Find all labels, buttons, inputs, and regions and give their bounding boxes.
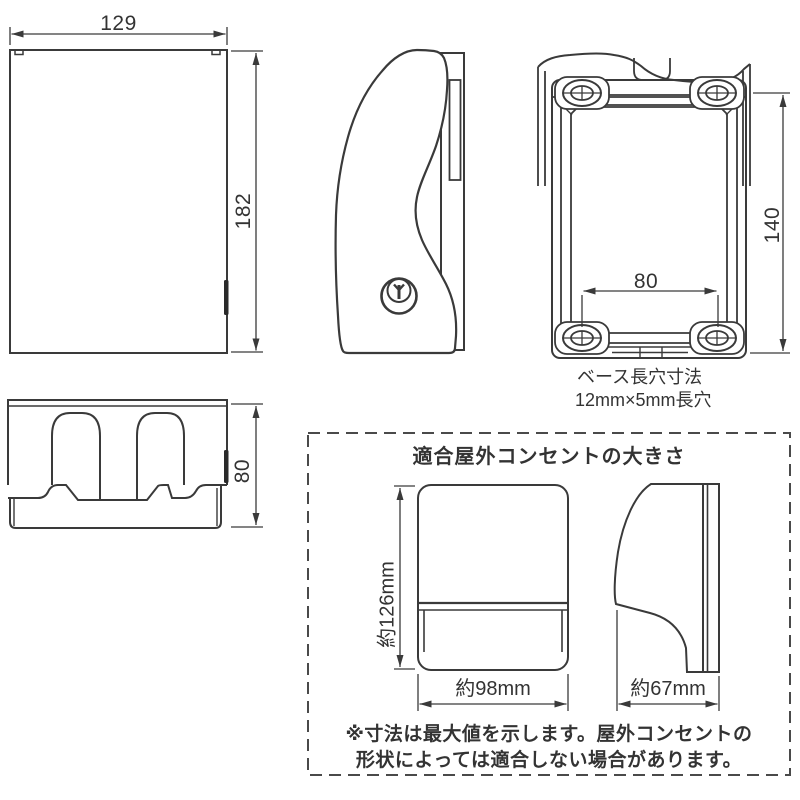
base-top-recess [633,58,671,81]
bottom-arch-right [136,412,185,500]
bottom-view-dimension-lines [231,403,263,528]
lock-icon [380,277,418,315]
compat-dashed-border [307,432,791,776]
front-view-dimension-lines [9,27,263,353]
bottom-arch-left [51,412,101,500]
base-height-dimension-label: 140 [760,206,784,244]
front-latch-tab [224,280,229,315]
base-middle-frame [560,94,738,344]
compat-note-line1: ※寸法は最大値を示します。屋外コンセントの [345,724,753,745]
outlet-height-dimension-label: 約126mm [376,561,399,648]
outlet-side-drawing [613,483,720,673]
front-view-drawing [9,49,229,354]
compat-box-title: 適合屋外コンセントの大きさ [412,446,686,468]
front-height-dimension-label: 182 [231,192,255,230]
side-plate-slot [448,79,462,181]
compat-note-line2: 形状によっては適合しない場合があります。 [355,750,743,771]
bottom-view-drawing [7,399,229,529]
base-view-dimension-lines [581,92,790,354]
bottom-latch-tab [224,450,229,483]
front-width-dimension-label: 129 [100,12,137,35]
base-caption-line1: ベース長穴寸法 [577,367,703,387]
base-opening [570,104,728,334]
outlet-depth-dimension-label: 約67mm [630,678,706,700]
base-caption-line2: 12mm×5mm長穴 [575,390,712,410]
outlet-front-dimension-lines [394,485,569,711]
outlet-width-dimension-label: 約98mm [455,678,531,700]
bottom-depth-dimension-label: 80 [230,458,254,484]
base-slot-span-dimension-label: 80 [633,270,659,293]
outlet-side-hood [613,483,704,673]
outlet-side-dimension-lines [616,610,720,711]
mount-slot-top-right [689,76,745,110]
bottom-tray [9,486,222,529]
side-view-drawing [334,48,465,355]
mount-slot-bottom-right [689,321,745,355]
mount-slot-top-left [554,76,610,110]
bottom-shelf [8,484,227,501]
side-body-outline [334,48,458,355]
outlet-front-drawing [417,484,569,671]
